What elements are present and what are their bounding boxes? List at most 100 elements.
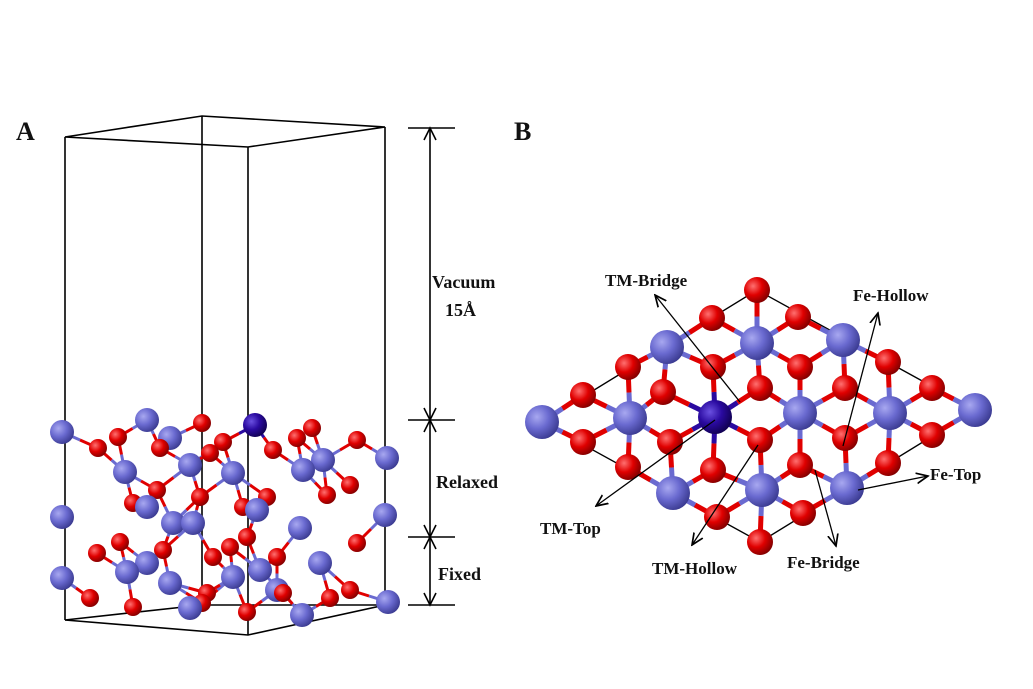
fe-atom <box>178 453 202 477</box>
fe-atom <box>178 596 202 620</box>
oxygen-atom <box>341 581 359 599</box>
panel-a: A Vacuum 15Å Relaxed Fixed <box>16 115 498 636</box>
panel-b: B TM-Bridge Fe-Hollow TM-Top TM-Hollow F… <box>514 117 992 578</box>
oxygen-atom <box>88 544 106 562</box>
oxygen-atom <box>193 414 211 432</box>
fe-atom <box>958 393 992 427</box>
fe-atom <box>181 511 205 535</box>
fe-bridge-label: Fe-Bridge <box>787 553 860 572</box>
fe-atom <box>308 551 332 575</box>
fe-atom <box>135 551 159 575</box>
oxygen-atom <box>221 538 239 556</box>
fe-atom <box>245 498 269 522</box>
oxygen-atom <box>744 277 770 303</box>
fixed-label: Fixed <box>438 564 481 584</box>
oxygen-atom <box>288 429 306 447</box>
oxygen-atom <box>268 548 286 566</box>
oxygen-atom <box>214 433 232 451</box>
oxygen-atom <box>321 589 339 607</box>
slab-side-view <box>50 408 400 627</box>
fe-atom <box>826 323 860 357</box>
fe-atom <box>376 590 400 614</box>
oxygen-atom <box>615 454 641 480</box>
fe-hollow-arrow <box>842 313 878 447</box>
oxygen-atom <box>875 450 901 476</box>
fe-hollow-label: Fe-Hollow <box>853 286 929 305</box>
oxygen-atom <box>264 441 282 459</box>
oxygen-atom <box>785 304 811 330</box>
tm-top-arrow <box>596 419 716 506</box>
oxygen-atom <box>341 476 359 494</box>
fe-atom <box>613 401 647 435</box>
oxygen-atom <box>191 488 209 506</box>
fe-atom <box>656 476 690 510</box>
oxygen-atom <box>875 349 901 375</box>
fe-atom <box>373 503 397 527</box>
oxygen-atom <box>790 500 816 526</box>
oxygen-atom <box>148 481 166 499</box>
oxygen-atom <box>81 589 99 607</box>
oxygen-atom <box>204 548 222 566</box>
fe-atom <box>830 471 864 505</box>
site-arrows <box>596 295 928 546</box>
fe-atom <box>248 558 272 582</box>
oxygen-atom <box>124 598 142 616</box>
oxygen-atom <box>919 422 945 448</box>
tm-bridge-arrow <box>655 295 741 403</box>
oxygen-atom <box>832 375 858 401</box>
oxygen-atom <box>699 305 725 331</box>
oxygen-atom <box>787 452 813 478</box>
oxygen-atom <box>238 528 256 546</box>
fe-atom <box>50 420 74 444</box>
fe-atom <box>161 511 185 535</box>
oxygen-atom <box>154 541 172 559</box>
tm-bridge-label: TM-Bridge <box>605 271 688 290</box>
oxygen-atom <box>650 379 676 405</box>
fe-top-label: Fe-Top <box>930 465 981 484</box>
fe-top-arrow <box>857 476 928 491</box>
oxygen-atom <box>787 354 813 380</box>
oxygen-atom <box>111 533 129 551</box>
oxygen-atom <box>109 428 127 446</box>
oxygen-atom <box>747 529 773 555</box>
panel-a-letter: A <box>16 117 35 146</box>
fe-atom <box>115 560 139 584</box>
oxygen-atom <box>274 584 292 602</box>
oxygen-atom <box>704 504 730 530</box>
fe-atom <box>221 565 245 589</box>
fe-atom <box>158 571 182 595</box>
fe-atom <box>50 566 74 590</box>
vacuum-size-label: 15Å <box>445 300 476 320</box>
oxygen-atom <box>700 457 726 483</box>
tm-top-label: TM-Top <box>540 519 601 538</box>
oxygen-atom <box>747 427 773 453</box>
oxygen-atom <box>570 429 596 455</box>
oxygen-atom <box>201 444 219 462</box>
oxygen-atom <box>919 375 945 401</box>
fe-atom <box>650 330 684 364</box>
fe-atom <box>135 408 159 432</box>
oxygen-atom <box>318 486 336 504</box>
fe-bridge-arrow <box>814 469 836 546</box>
fe-atom <box>288 516 312 540</box>
fe-atom <box>745 473 779 507</box>
oxygen-atom <box>89 439 107 457</box>
oxygen-atom <box>570 382 596 408</box>
fe-atom <box>525 405 559 439</box>
fe-atom <box>50 505 74 529</box>
unit-cell-box <box>64 115 386 636</box>
fe-atom <box>740 326 774 360</box>
tm-dopant-atom <box>243 413 267 437</box>
oxygen-atom <box>238 603 256 621</box>
tm-hollow-label: TM-Hollow <box>652 559 738 578</box>
thickness-dimension-line <box>408 126 455 607</box>
panel-b-letter: B <box>514 117 531 146</box>
fe-atom <box>311 448 335 472</box>
oxygen-atom <box>303 419 321 437</box>
oxygen-atom <box>747 375 773 401</box>
fe-atom <box>135 495 159 519</box>
fe-atom <box>221 461 245 485</box>
fe-atom <box>113 460 137 484</box>
slab-top-view <box>525 277 992 555</box>
